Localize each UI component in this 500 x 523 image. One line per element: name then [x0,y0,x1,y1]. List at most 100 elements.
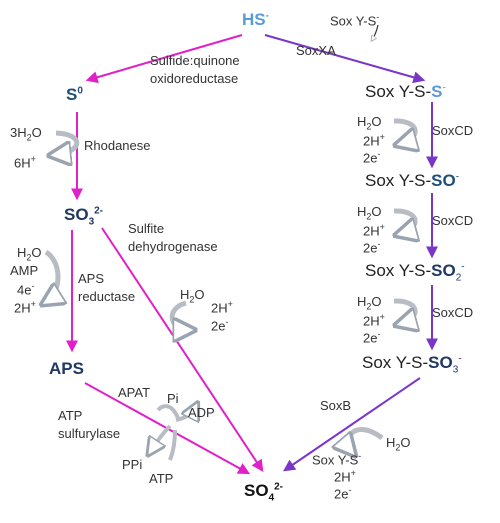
enzyme-sqr: Sulfide:quinone oxidoreductase [150,52,240,87]
cofactor-cd3-e: 2e- [363,329,381,345]
cd3-h-text: 2H [363,313,380,329]
compound-so4-charge: 2- [274,481,284,493]
arrow-soxys-input [372,24,379,40]
cofactor-soxys-top: Sox Y-S- [330,13,379,29]
cd1-h-sup-text: + [379,132,385,142]
rhod-h2o-tail-text: O [31,125,42,140]
soxb-h-sup-text: + [350,468,356,478]
curve-apat-pi [156,404,180,419]
apsr-e-sup-text: - [31,281,35,291]
cofactor-apsr-h: 2H+ [14,299,36,315]
soxb-h2o-sub-text: 2 [395,442,401,453]
enzyme-atp-sulfurylase: ATP sulfurylase [58,407,120,442]
enzyme-aps-red-line1: APS [78,271,105,286]
cd3-h2o-tail-text: O [371,294,382,309]
compound-soxysso3-prefix: Sox Y-S- [362,353,429,372]
compound-so3-text: SO [64,205,89,224]
cofactor-cd3-h2o: H2O [357,295,382,312]
cofactor-adp: ADP [188,405,215,420]
enzyme-soxcd-2: SoxCD [432,213,474,228]
curve-soxcd-2 [394,208,415,234]
cd2-h2o-sub-text: 2 [366,211,372,222]
cofactor-soxb-h: 2H+ [334,468,356,485]
compound-soxysso: Sox Y-S-SO- [365,172,459,189]
apsr-h2o-sub-text: 2 [26,252,32,263]
enzyme-soxxa: SoxXA [296,43,336,58]
cofactor-pi: Pi [167,391,179,406]
apsr-e-text: 4e [17,282,32,298]
cofactor-sdh-h2o: H2O [180,288,205,305]
cofactor-cd3-h: 2H+ [363,313,385,329]
cofactor-soxb-soxys: Sox Y-S- [312,452,361,468]
compound-soxyss: Sox Y-S-S- [365,83,446,100]
cd3-e-sup-text: - [377,329,381,339]
enzyme-soxcd-1: SoxCD [432,123,474,138]
enzyme-sulfite-dh-line2: dehydrogenase [128,238,218,254]
curve-soxcd-3 [394,298,415,324]
cd2-h2o-tail-text: O [371,204,382,219]
compound-aps: APS [49,360,84,377]
cofactor-cd2-h: 2H+ [363,222,385,238]
sdh-h-sup-text: + [227,299,233,309]
compound-soxysso3-so: SO [428,353,453,372]
enzyme-soxb: SoxB [320,398,352,413]
cofactor-ppi: PPi [122,457,143,472]
compound-soxysso2-prefix: Sox Y-S- [365,261,432,280]
sdh-e-text: 2e [211,318,226,334]
compound-hs: HS- [242,11,269,28]
compound-soxyss-charge: - [442,82,446,94]
curve-atp-sulf-ppi [150,424,172,452]
compound-so4-sub: 4 [268,492,275,504]
rhod-h-text: 6H [14,155,31,171]
compound-soxysso-charge: - [455,171,460,183]
cd3-h2o-sub-text: 2 [366,301,372,312]
compound-so3-sub: 3 [88,216,95,228]
soxb-h2o-tail-text: O [400,435,411,450]
cofactor-apsr-e: 4e- [17,281,35,298]
cd1-e-text: 2e [363,150,378,166]
enzyme-aps-reductase: APS reductase [78,270,135,305]
sdh-h-text: 2H [211,300,228,316]
cofactor-cd2-h2o: H2O [357,205,382,222]
cofactor-atp: ATP [149,471,174,486]
cofactor-apsr-amp: AMP [10,263,39,278]
cofactor-cd1-h: 2H+ [363,132,385,148]
compound-soxyss-s: S [431,82,443,101]
cd2-e-sup-text: - [377,239,381,249]
curve-sulfite-dh [169,300,190,330]
rhod-h2o-text: 3H [10,125,27,140]
apsr-h-sup-text: + [30,299,36,309]
cd1-h2o-tail-text: O [371,114,382,129]
soxb-e-text: 2e [334,486,349,502]
compound-soxysso2-sub: 2 [455,272,462,284]
cd3-h2o-text: H [357,294,367,309]
compound-aps-text: APS [49,359,84,378]
compound-soxysso-so: SO [431,171,456,190]
cofactor-soxys-top-text: Sox Y-S [330,13,377,29]
cd2-h-sup-text: + [379,222,385,232]
curve-aps-reductase [46,249,58,302]
compound-soxysso3-sub: 3 [452,364,459,376]
enzyme-rhodanese: Rhodanese [84,138,151,153]
enzyme-sqr-line2: oxidoreductase [150,70,239,86]
compound-so3: SO32- [64,206,103,227]
soxb-soxys-text: Sox Y-S [312,452,359,468]
sdh-e-sup-text: - [225,317,229,327]
curve-apat-adp [175,406,196,420]
soxb-h-text: 2H [334,469,351,485]
cofactor-cd1-h2o: H2O [357,115,382,132]
apsr-h2o-text: H [17,245,27,260]
cofactor-rhod-h2o: 3H2O [10,126,42,143]
enzyme-soxcd-3: SoxCD [432,305,474,320]
compound-soxysso2: Sox Y-S-SO2- [365,262,465,283]
arrow-hs-to-soxyss [264,34,426,84]
compound-soxysso3: Sox Y-S-SO3- [362,354,462,375]
compound-hs-text: HS [242,10,266,29]
compound-soxysso-prefix: Sox Y-S- [365,171,432,190]
enzyme-sulfite-dehydrogenase: Sulfite dehydrogenase [128,220,218,255]
cd2-h2o-text: H [357,204,367,219]
compound-soxysso2-so: SO [431,261,456,280]
compound-so4-text: SO [244,481,269,500]
